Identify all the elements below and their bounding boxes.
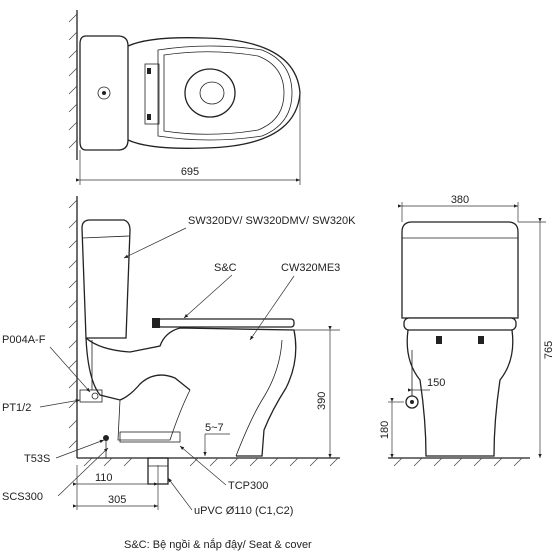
label-t53s: T53S xyxy=(24,453,50,465)
leader-bowl-model xyxy=(249,275,295,341)
dim-390-label: 390 xyxy=(316,392,328,410)
label-upvc: uPVC Ø110 (C1,C2) xyxy=(194,505,293,517)
label-pt: PT1/2 xyxy=(2,402,31,414)
side-wall-hatch xyxy=(68,199,78,449)
front-hinge-right xyxy=(478,336,484,344)
flush-button-dot xyxy=(102,91,106,95)
leader-valve xyxy=(49,346,91,393)
side-seat-hinge xyxy=(152,318,160,328)
footer-note: S&C: Bệ ngồi & nắp đậy/ Seat & cover xyxy=(124,538,312,551)
dim-305-label: 305 xyxy=(108,494,126,506)
dim-110-label: 110 xyxy=(95,472,113,484)
top-view: 695 xyxy=(68,10,301,185)
front-seat xyxy=(403,317,517,331)
front-tank xyxy=(401,221,519,319)
dim-150-label: 150 xyxy=(427,377,445,389)
label-seat-cover: S&C xyxy=(214,262,237,274)
top-seat-inner xyxy=(163,51,285,135)
top-seat xyxy=(157,45,293,141)
label-tcp300: TCP300 xyxy=(228,480,268,492)
leader-t53s xyxy=(55,439,105,459)
label-gap: 5~7 xyxy=(205,422,224,434)
top-outlet xyxy=(199,81,225,105)
dim-765-label: 765 xyxy=(543,341,555,359)
side-flange xyxy=(119,431,181,443)
front-valve-center xyxy=(410,400,414,404)
top-hinge xyxy=(144,63,160,125)
side-valve-body xyxy=(79,389,103,403)
label-valve: P004A-F xyxy=(2,334,46,346)
front-floor-hatch xyxy=(393,457,523,467)
side-view: SW320DV/ SW320DMV/ SW320K S&C CW320ME3 P… xyxy=(2,196,356,517)
side-bowl-trap xyxy=(85,337,191,401)
side-seat-cover xyxy=(157,318,295,328)
leader-upvc xyxy=(167,477,193,511)
label-seat-models: SW320DV/ SW320DMV/ SW320K xyxy=(188,215,356,227)
front-bowl xyxy=(406,329,514,457)
leader-seat-cover xyxy=(183,274,233,319)
side-tank-lid-line xyxy=(81,235,131,239)
dim-695-label: 695 xyxy=(181,166,199,178)
side-floor-hatch xyxy=(83,457,339,467)
front-view: 380 765 150 180 xyxy=(379,194,555,467)
label-bowl-model: CW320ME3 xyxy=(281,262,340,274)
side-bowl xyxy=(85,327,297,457)
top-bowl xyxy=(127,37,301,149)
hinge-bolt-lower xyxy=(147,114,151,120)
front-hinge-left xyxy=(436,336,442,344)
leader-scs300 xyxy=(57,447,109,497)
top-tank xyxy=(79,35,129,151)
top-bowl-opening xyxy=(184,68,236,118)
leader-pt xyxy=(39,399,81,408)
hinge-bolt-upper xyxy=(147,68,151,74)
leader-tcp300 xyxy=(179,445,227,486)
label-scs300: SCS300 xyxy=(2,491,43,503)
dim-380-label: 380 xyxy=(451,194,469,206)
top-wall-hatch xyxy=(68,13,78,149)
side-bolt-head xyxy=(103,435,109,441)
side-valve-knob xyxy=(91,392,99,400)
side-bowl-inner xyxy=(235,339,283,457)
side-trapway xyxy=(117,389,191,441)
leader-seat-models xyxy=(123,227,187,259)
dim-180-label: 180 xyxy=(379,421,391,439)
side-tank xyxy=(81,219,131,339)
flush-button-icon xyxy=(97,86,111,100)
